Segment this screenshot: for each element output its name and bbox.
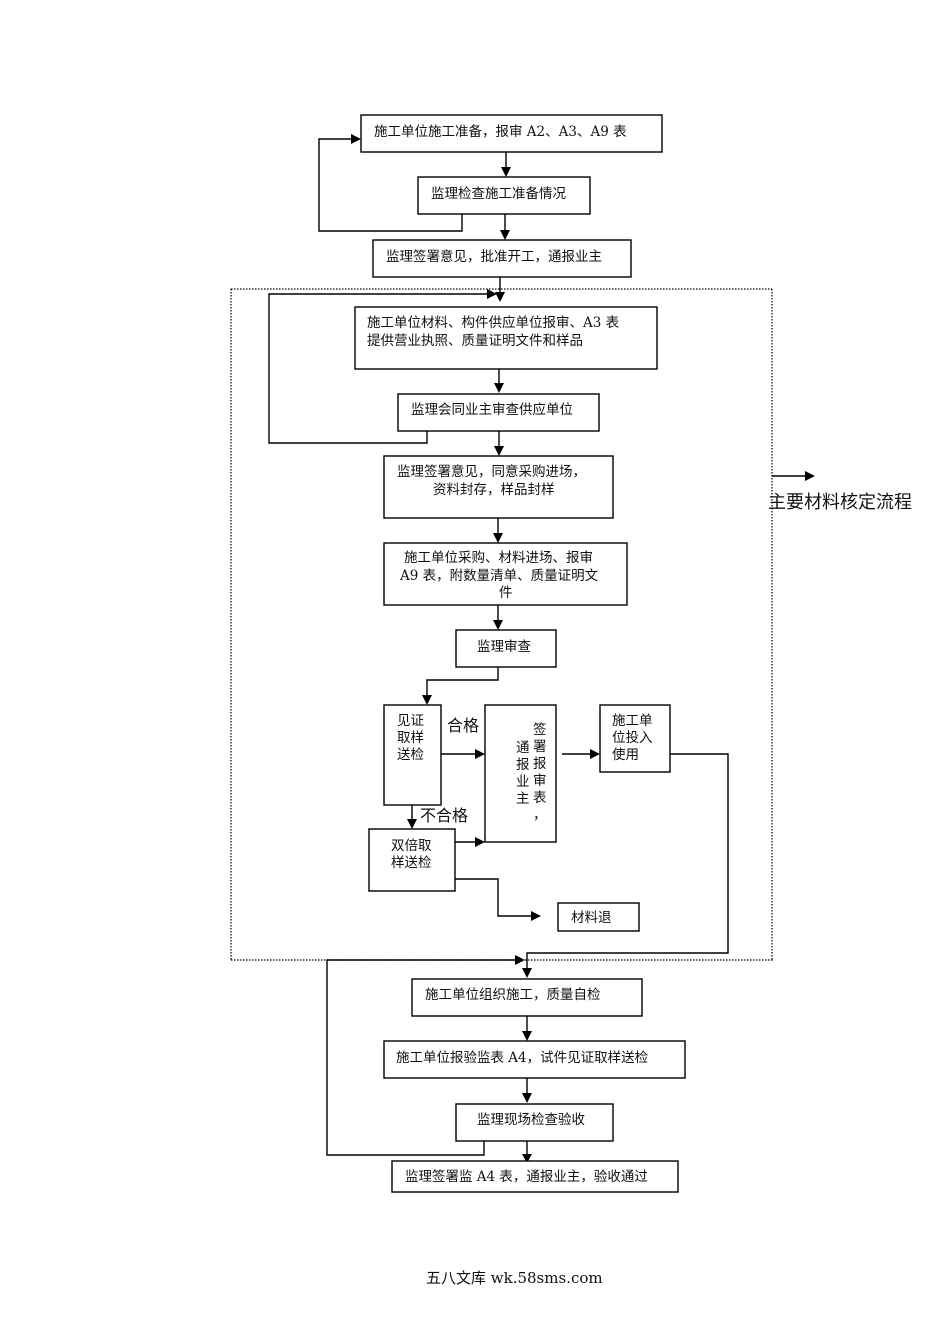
- footer-watermark: 五八文库 wk.58sms.com: [426, 1269, 603, 1287]
- side-title-arrowhead: [805, 471, 815, 481]
- step-check-preparation: 监理检查施工准备情况: [417, 176, 591, 215]
- arrowhead: [495, 292, 505, 302]
- arrowhead: [515, 955, 525, 965]
- arrowhead: [422, 695, 432, 705]
- step-text: 施工单位材料、构件供应单位报审、A3 表: [367, 314, 620, 331]
- step-text: 使用: [612, 746, 639, 763]
- arrowhead: [487, 289, 497, 299]
- step-text: 送检: [397, 747, 424, 763]
- arrowhead: [522, 1093, 532, 1103]
- step-approve-purchase: 监理签署意见，同意采购进场， 资料封存，样品封样: [383, 455, 614, 519]
- vertical-char: 署: [533, 739, 547, 755]
- step-text: 监理审查: [477, 639, 531, 655]
- step-prepare: 施工单位施工准备，报审 A2、A3、A9 表: [360, 114, 663, 153]
- step-text: 双倍取: [391, 838, 432, 854]
- arrowhead: [501, 167, 511, 177]
- step-double-sampling: 双倍取 样送检: [368, 828, 456, 892]
- label-fail: 不合格: [420, 806, 468, 825]
- arrowhead: [493, 620, 503, 630]
- connector-b5-loop-b4: [268, 293, 488, 444]
- step-text: 监理签署意见，同意采购进场，: [397, 463, 586, 480]
- step-text: 取样: [397, 730, 424, 746]
- vertical-char: 表: [533, 790, 547, 806]
- step-text: 位投入: [612, 730, 653, 746]
- vertical-char: 审: [533, 773, 547, 789]
- arrowhead: [522, 1031, 532, 1041]
- connectors: [268, 134, 729, 1163]
- connector-b8-b9: [426, 667, 499, 696]
- arrowhead: [407, 819, 417, 829]
- side-title: 主要材料核定流程: [768, 492, 912, 513]
- material-process-frame: [230, 288, 774, 961]
- step-text: 提供营业执照、质量证明文件和样品: [367, 333, 583, 349]
- step-text: 施工单位报验监表 A4，试件见证取样送检: [396, 1050, 649, 1066]
- label-pass: 合格: [447, 716, 479, 735]
- step-organize-construction: 施工单位组织施工，质量自检: [411, 978, 643, 1017]
- step-site-inspection: 监理现场检查验收: [455, 1103, 614, 1142]
- arrowhead: [475, 837, 485, 847]
- arrowhead: [500, 230, 510, 240]
- vertical-text-col1: 通报业主: [516, 740, 530, 807]
- step-purchase-delivery: 施工单位采购、材料进场、报审 A9 表，附数量清单、质量证明文 件: [383, 542, 628, 606]
- step-text: 监理会同业主审查供应单位: [411, 401, 573, 418]
- step-witness-sampling: 见证 取样 送检: [383, 704, 442, 806]
- step-text: 监理签署监 A4 表，通报业主，验收通过: [405, 1168, 648, 1185]
- arrowhead: [494, 383, 504, 393]
- arrowhead: [590, 749, 600, 759]
- arrowhead: [522, 1154, 532, 1163]
- vertical-char: 签: [533, 721, 547, 738]
- step-text: 施工单位组织施工，质量自检: [425, 987, 601, 1003]
- arrowhead: [494, 446, 504, 456]
- connector-b16-loop-b14: [326, 959, 516, 1156]
- step-text: 件: [499, 585, 513, 601]
- vertical-char: 报: [516, 757, 530, 773]
- step-text: 监理签署意见，批准开工，通报业主: [386, 248, 602, 265]
- step-text: 资料封存，样品封样: [433, 482, 555, 498]
- arrowhead: [475, 749, 485, 759]
- vertical-char: 通: [516, 740, 530, 756]
- arrowhead: [493, 533, 503, 543]
- step-text: A9 表，附数量清单、质量证明文: [399, 568, 599, 584]
- step-review-supplier: 监理会同业主审查供应单位: [397, 393, 600, 432]
- step-text: 施工单位采购、材料进场、报审: [404, 550, 593, 566]
- arrowhead: [522, 968, 532, 978]
- vertical-char: 报: [533, 756, 547, 772]
- step-text: 监理检查施工准备情况: [431, 185, 566, 202]
- step-acceptance-passed: 监理签署监 A4 表，通报业主，验收通过: [391, 1160, 679, 1193]
- step-text: 监理现场检查验收: [477, 1112, 585, 1128]
- step-submit-a4: 施工单位报验监表 A4，试件见证取样送检: [383, 1040, 686, 1079]
- step-supervisor-review: 监理审查: [455, 629, 557, 668]
- step-text: 材料退: [571, 910, 612, 926]
- step-approve-start: 监理签署意见，批准开工，通报业主: [372, 239, 632, 278]
- arrowhead: [351, 134, 361, 144]
- step-put-into-use: 施工单 位投入 使用: [599, 704, 671, 773]
- arrowhead: [531, 911, 541, 921]
- step-supplier-submission: 施工单位材料、构件供应单位报审、A3 表 提供营业执照、质量证明文件和样品: [354, 306, 658, 370]
- connector-b12-b13: [455, 878, 531, 917]
- vertical-char: 主: [516, 791, 530, 807]
- vertical-char: 业: [516, 774, 530, 790]
- step-text: 施工单: [612, 713, 653, 729]
- step-text: 施工单位施工准备，报审 A2、A3、A9 表: [374, 123, 627, 140]
- step-material-return: 材料退: [557, 902, 640, 932]
- step-text: 样送检: [391, 855, 432, 871]
- step-text: 见证: [397, 713, 424, 729]
- vertical-char: ，: [533, 807, 547, 823]
- connector-b11-b14: [526, 753, 729, 969]
- connector-b2-loop-b1: [318, 138, 463, 232]
